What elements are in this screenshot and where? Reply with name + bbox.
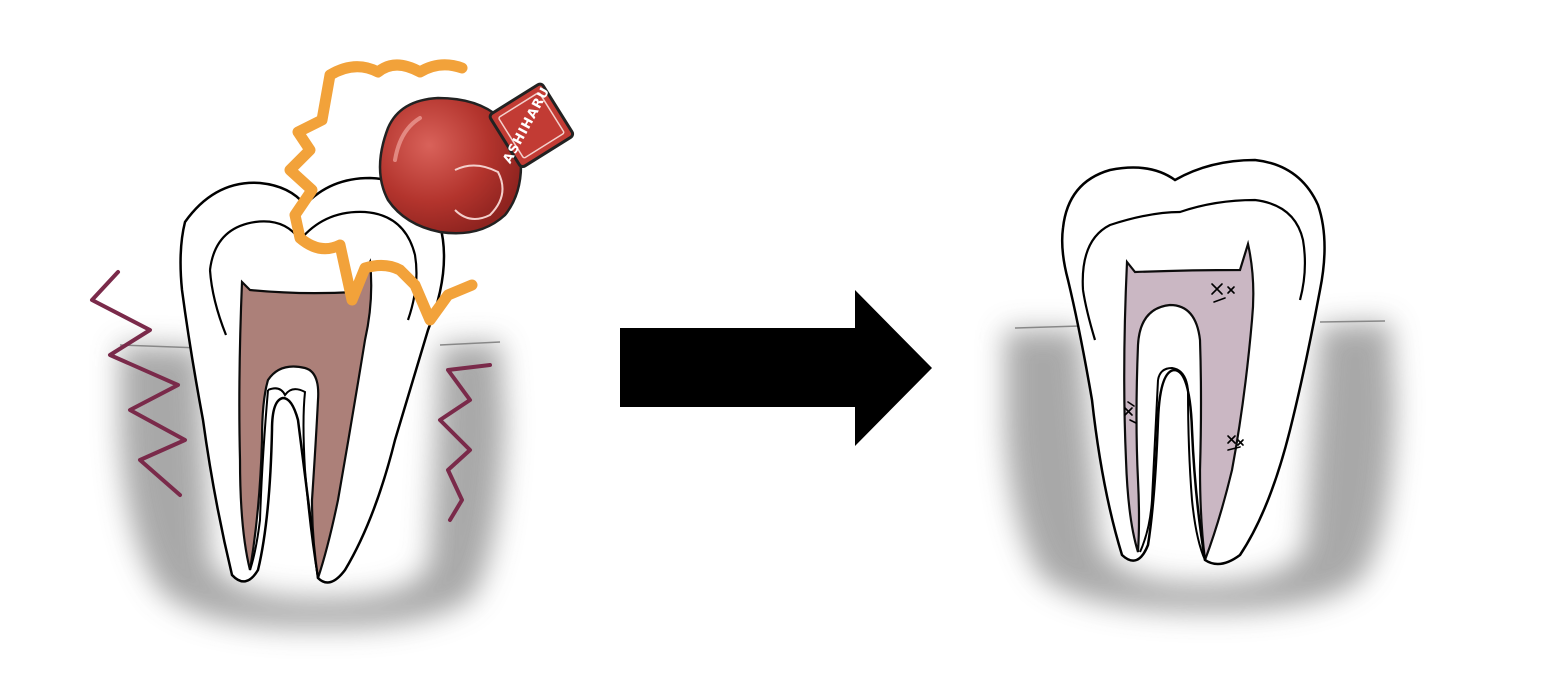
enamel-line-right	[1081, 198, 1307, 301]
vibration-line-right	[438, 363, 492, 522]
enamel-line-left	[208, 210, 418, 321]
tooth-outline-right	[1060, 158, 1326, 566]
root-inner-right	[1157, 366, 1206, 561]
before-panel: ASHIHARU	[90, 59, 575, 629]
pulp-healed	[1123, 239, 1255, 561]
right-arrow-icon	[620, 290, 932, 446]
gum-shadow-left	[119, 341, 505, 629]
gum-shadow-right	[1005, 320, 1395, 612]
vibration-line-left	[90, 270, 187, 497]
healing-marks	[1124, 283, 1244, 451]
pulp-inflamed	[238, 258, 373, 579]
root-inner-left	[267, 387, 319, 579]
after-panel	[1005, 158, 1395, 612]
boxing-glove-icon: ASHIHARU	[378, 82, 575, 235]
impact-burst-icon	[284, 59, 478, 326]
